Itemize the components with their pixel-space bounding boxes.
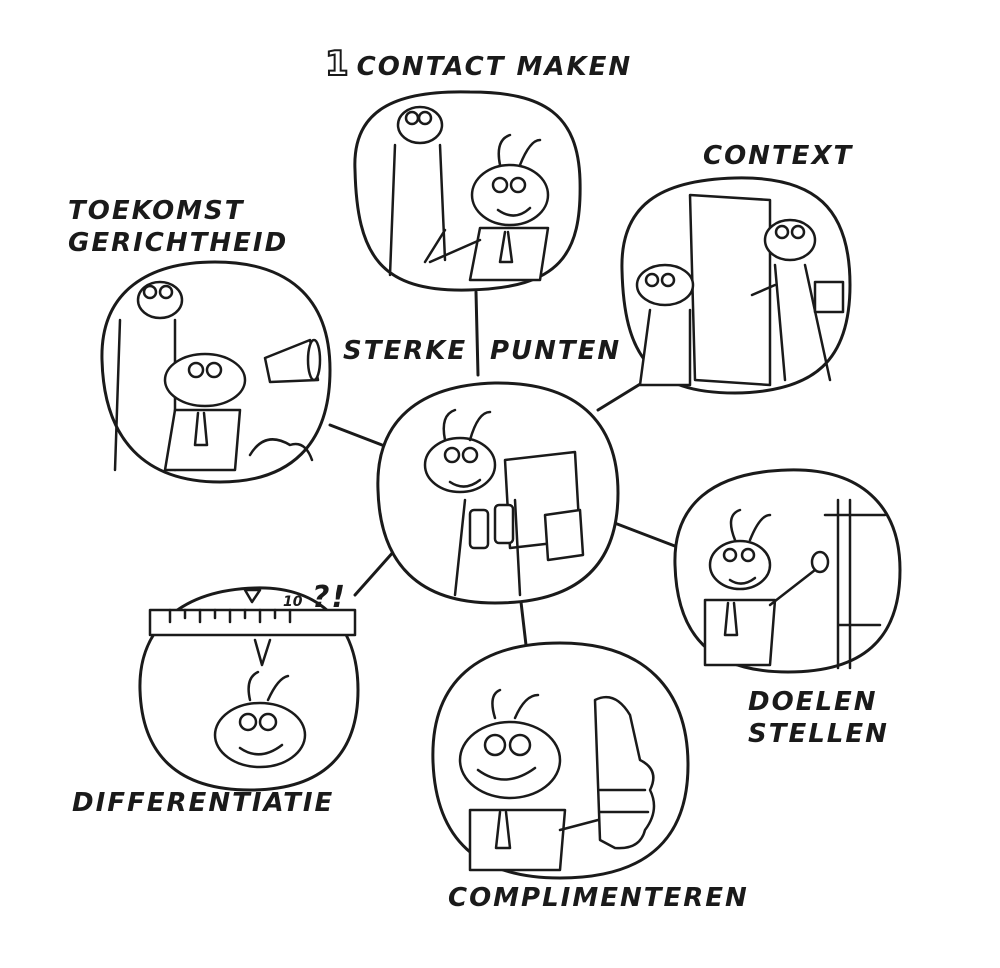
- figure-thumbs-up: [458, 688, 656, 872]
- connector-compl: [519, 600, 528, 647]
- label-compl-text: COMPLIMENTEREN: [448, 883, 749, 913]
- figure-telescope: [113, 280, 322, 472]
- label-doelen-line2: STELLEN: [748, 719, 889, 749]
- ruler-mark-label: 10: [283, 586, 302, 618]
- label-toekomst-line1: TOEKOMST: [68, 196, 245, 226]
- connector-diff: [353, 548, 397, 597]
- connector-toekomst: [328, 423, 384, 447]
- ruler-mark-text: 10: [283, 594, 303, 610]
- label-contact-text: CONTACT MAKEN: [356, 52, 633, 82]
- label-toekomst-line2: GERICHTHEID: [68, 228, 289, 258]
- figure-context: [635, 193, 845, 387]
- ruler-symbols-text: ?!: [312, 580, 348, 615]
- center-label-right: PUNTEN: [490, 335, 621, 367]
- figure-ruler: [148, 588, 357, 769]
- label-toekomst: TOEKOMST GERICHTHEID: [68, 195, 288, 259]
- center-label-left: STERKE: [343, 335, 467, 367]
- label-compl: COMPLIMENTEREN: [448, 882, 749, 914]
- center-text-left: STERKE: [343, 336, 468, 366]
- label-doelen-line1: DOELEN: [748, 687, 878, 717]
- label-diff: DIFFERENTIATIE: [72, 787, 334, 819]
- ruler-symbols: ?!: [312, 582, 347, 614]
- connector-contact: [474, 290, 480, 377]
- label-context: CONTEXT: [703, 140, 853, 172]
- figure-handshake: [388, 105, 550, 282]
- bubble-center: [376, 381, 620, 605]
- center-text-right: PUNTEN: [490, 336, 622, 366]
- label-doelen: DOELEN STELLEN: [748, 686, 889, 750]
- label-diff-text: DIFFERENTIATIE: [72, 788, 335, 818]
- figure-doelen: [703, 498, 887, 670]
- label-context-text: CONTEXT: [703, 141, 854, 171]
- connector-doelen: [610, 520, 682, 550]
- step-number: 1: [324, 44, 351, 84]
- figure-center: [423, 408, 585, 597]
